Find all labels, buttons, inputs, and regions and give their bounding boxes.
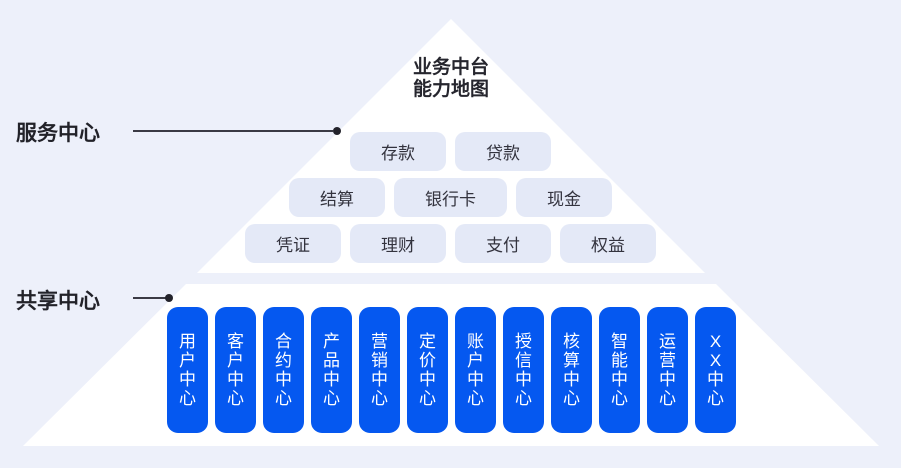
shared-center-pillar: 授信中心: [503, 307, 544, 433]
capability-pill: 理财: [350, 224, 446, 263]
capability-row-2: 结算银行卡现金: [289, 178, 612, 217]
shared-center-pillar-label: 产品中心: [323, 332, 340, 408]
shared-center-pillar: 用户中心: [167, 307, 208, 433]
shared-center-pillar: 智能中心: [599, 307, 640, 433]
capability-row-3: 凭证理财支付权益: [245, 224, 656, 263]
capability-pill: 存款: [350, 132, 446, 171]
shared-center-connector-line: [133, 297, 166, 299]
capability-pill: 权益: [560, 224, 656, 263]
shared-center-pillar: 合约中心: [263, 307, 304, 433]
shared-center-pillar: 账户中心: [455, 307, 496, 433]
shared-center-pillar-label: XX中心: [707, 332, 724, 408]
pyramid-title-line1: 业务中台: [412, 57, 490, 78]
capability-row-1: 存款贷款: [350, 132, 551, 171]
shared-center-pillar-label: 智能中心: [611, 332, 628, 408]
shared-center-pillar: 营销中心: [359, 307, 400, 433]
shared-center-connector-dot: [165, 294, 173, 302]
capability-pill: 结算: [289, 178, 385, 217]
service-center-connector-dot: [333, 127, 341, 135]
shared-center-pillar: XX中心: [695, 307, 736, 433]
shared-center-pillar-label: 授信中心: [515, 332, 532, 408]
shared-center-pillar: 产品中心: [311, 307, 352, 433]
shared-center-pillar-label: 核算中心: [563, 332, 580, 408]
service-capability-rows: 存款贷款结算银行卡现金凭证理财支付权益: [0, 132, 901, 263]
shared-center-pillar-label: 定价中心: [419, 332, 436, 408]
capability-pill: 支付: [455, 224, 551, 263]
shared-center-pillar: 运营中心: [647, 307, 688, 433]
capability-pill: 银行卡: [394, 178, 507, 217]
pyramid-title-line2: 能力地图: [412, 79, 490, 100]
service-center-connector-line: [133, 130, 333, 132]
capability-pill: 现金: [516, 178, 612, 217]
shared-center-pillar-label: 营销中心: [371, 332, 388, 408]
shared-center-pillars: 用户中心 客户中心 合约中心 产品中心 营销中心 定价中心 账户中心 授信中心 核算中心 智能中心…: [167, 307, 736, 433]
shared-center-pillar: 核算中心: [551, 307, 592, 433]
capability-pill: 凭证: [245, 224, 341, 263]
capability-pill: 贷款: [455, 132, 551, 171]
shared-center-pillar-label: 客户中心: [227, 332, 244, 408]
shared-center-pillar-label: 合约中心: [275, 332, 292, 408]
shared-center-pillar: 定价中心: [407, 307, 448, 433]
shared-center-pillar-label: 运营中心: [659, 332, 676, 408]
shared-center-pillar-label: 账户中心: [467, 332, 484, 408]
shared-center-label: 共享中心: [16, 290, 100, 313]
pyramid-title: 业务中台 能力地图: [413, 57, 489, 101]
shared-center-pillar: 客户中心: [215, 307, 256, 433]
service-center-label: 服务中心: [16, 122, 100, 145]
shared-center-pillar-label: 用户中心: [179, 332, 196, 408]
